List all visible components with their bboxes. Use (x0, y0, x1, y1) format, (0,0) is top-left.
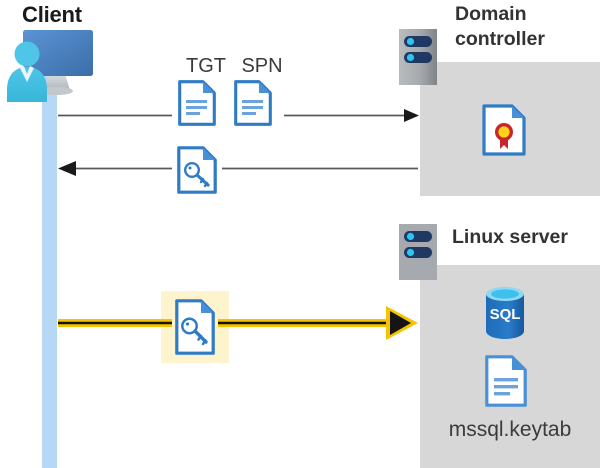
domain-controller-label: Domain controller (455, 2, 595, 52)
domain-controller-label-line2: controller (455, 28, 545, 50)
spn-document-icon (234, 80, 272, 126)
sql-database-text: SQL (490, 306, 521, 323)
linux-server-label: Linux server (452, 226, 568, 248)
domain-controller-server-icon (399, 29, 437, 85)
tgt-document-icon (178, 80, 216, 126)
client-computer-icon (4, 24, 100, 102)
arrow-dc-to-client (58, 161, 418, 176)
service-ticket-key-document-icon (175, 299, 215, 355)
sql-database-icon: SQL (481, 285, 529, 341)
tgt-label: TGT (186, 55, 226, 77)
client-label: Client (22, 2, 82, 27)
ticket-key-document-icon (177, 146, 217, 194)
arrow-client-to-dc (58, 109, 419, 122)
keytab-filename-label: mssql.keytab (448, 418, 572, 441)
domain-controller-label-line1: Domain (455, 3, 527, 25)
spn-label: SPN (241, 55, 283, 77)
keytab-file-icon (485, 355, 527, 407)
client-lifeline (42, 72, 57, 468)
certificate-icon (482, 104, 526, 156)
arrow-client-to-linux (58, 306, 418, 340)
linux-server-rack-icon (399, 224, 437, 280)
